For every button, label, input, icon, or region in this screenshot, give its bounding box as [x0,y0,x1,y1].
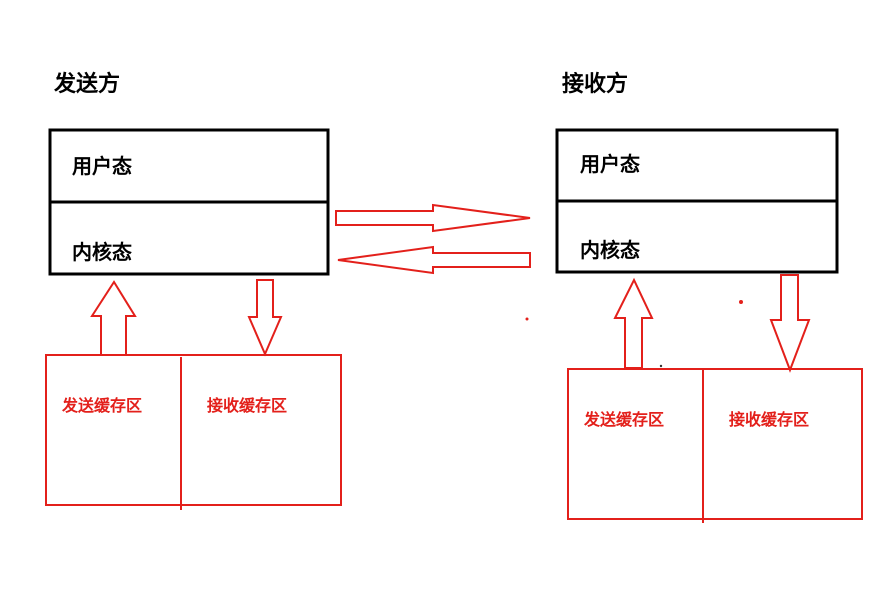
receiver-buffer-box [567,368,863,520]
receiver-up-arrow [613,277,654,369]
stray-dot [659,364,663,368]
receiver-user-mode-label: 用户态 [580,152,640,176]
sender-recv-buffer-label: 接收缓存区 [207,396,288,415]
sender-up-arrow [90,280,137,356]
arrow-sender-to-receiver [335,203,531,233]
receiver-send-buffer-label: 发送缓存区 [584,410,665,429]
sender-kernel-mode-label: 内核态 [72,240,132,264]
arrow-receiver-to-sender [337,245,531,275]
sender-kernel-box [48,200,330,276]
stray-dot [525,317,529,321]
receiver-down-arrow [769,274,811,373]
receiver-title: 接收方 [562,72,629,97]
sender-title: 发送方 [54,72,121,97]
stray-dot [739,300,743,304]
sender-user-mode-label: 用户态 [72,154,132,178]
sender-buffer-box [45,354,342,506]
receiver-kernel-mode-label: 内核态 [580,238,640,262]
sender-down-arrow [247,279,283,357]
sender-send-buffer-label: 发送缓存区 [62,396,143,415]
receiver-recv-buffer-label: 接收缓存区 [729,410,810,429]
receiver-kernel-box [555,199,839,274]
